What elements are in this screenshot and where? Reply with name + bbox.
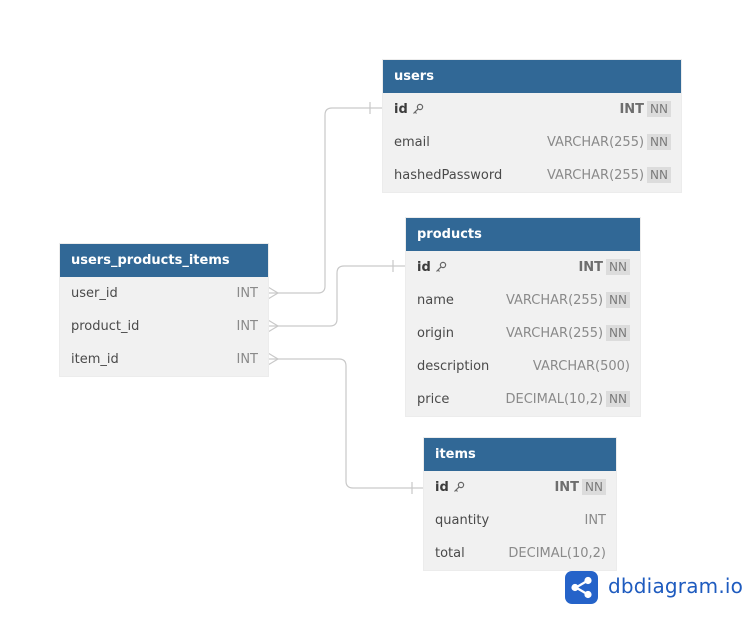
field-name: price (417, 392, 450, 407)
field-type: VARCHAR(255)NN (506, 317, 630, 350)
table-users-products-items[interactable]: users_products_items user_id INT product… (60, 244, 268, 376)
field-name: hashedPassword (394, 168, 503, 183)
relation-user-id-to-users (268, 107, 383, 294)
share-nodes-icon (565, 571, 598, 604)
table-header[interactable]: users_products_items (60, 244, 268, 277)
field-name: origin (417, 326, 455, 341)
table-header[interactable]: items (424, 438, 616, 471)
field-row[interactable]: email VARCHAR(255)NN (383, 126, 681, 159)
field-name: user_id (71, 286, 118, 301)
field-name: email (394, 135, 430, 150)
field-row[interactable]: total DECIMAL(10,2) (424, 537, 616, 570)
field-type: INT (236, 319, 259, 334)
field-type: DECIMAL(10,2) (508, 546, 606, 561)
field-name: item_id (71, 352, 119, 367)
field-name: total (435, 546, 465, 561)
field-type: INT (236, 352, 259, 367)
key-icon (435, 261, 446, 272)
field-type: VARCHAR(255)NN (547, 126, 671, 159)
field-type: VARCHAR(255)NN (506, 284, 630, 317)
many-marker-item-id (267, 352, 280, 366)
field-name: id (394, 93, 424, 126)
many-marker-user-id (267, 286, 280, 300)
field-name: description (417, 359, 490, 374)
table-header[interactable]: products (406, 218, 640, 251)
not-null-badge: NN (582, 478, 606, 495)
not-null-badge: NN (647, 133, 671, 150)
field-row[interactable]: price DECIMAL(10,2)NN (406, 383, 640, 416)
not-null-badge: NN (606, 291, 630, 308)
field-name: id (435, 471, 465, 504)
brand-text: dbdiagram.io (608, 574, 744, 598)
many-marker-product-id (267, 319, 280, 333)
field-name: product_id (71, 319, 140, 334)
field-type: INT (584, 513, 607, 528)
not-null-badge: NN (606, 390, 630, 407)
field-name: id (417, 251, 447, 284)
table-header[interactable]: users (383, 60, 681, 93)
not-null-badge: NN (647, 166, 671, 183)
field-type: DECIMAL(10,2)NN (505, 383, 630, 416)
field-row[interactable]: product_id INT (60, 310, 268, 343)
field-row[interactable]: origin VARCHAR(255)NN (406, 317, 640, 350)
field-type: VARCHAR(500) (532, 359, 630, 374)
relation-item-id-to-items (268, 358, 424, 489)
relation-product-id-to-products (268, 265, 406, 327)
field-row[interactable]: item_id INT (60, 343, 268, 376)
key-icon (412, 103, 423, 114)
field-row[interactable]: quantity INT (424, 504, 616, 537)
not-null-badge: NN (606, 258, 630, 275)
not-null-badge: NN (606, 324, 630, 341)
field-row[interactable]: user_id INT (60, 277, 268, 310)
field-type: VARCHAR(255)NN (547, 159, 671, 192)
field-row[interactable]: hashedPassword VARCHAR(255)NN (383, 159, 681, 192)
field-row[interactable]: name VARCHAR(255)NN (406, 284, 640, 317)
field-row[interactable]: description VARCHAR(500) (406, 350, 640, 383)
field-name: quantity (435, 513, 490, 528)
field-type: INT (236, 286, 259, 301)
field-name: name (417, 293, 454, 308)
key-icon (453, 481, 464, 492)
not-null-badge: NN (647, 100, 671, 117)
